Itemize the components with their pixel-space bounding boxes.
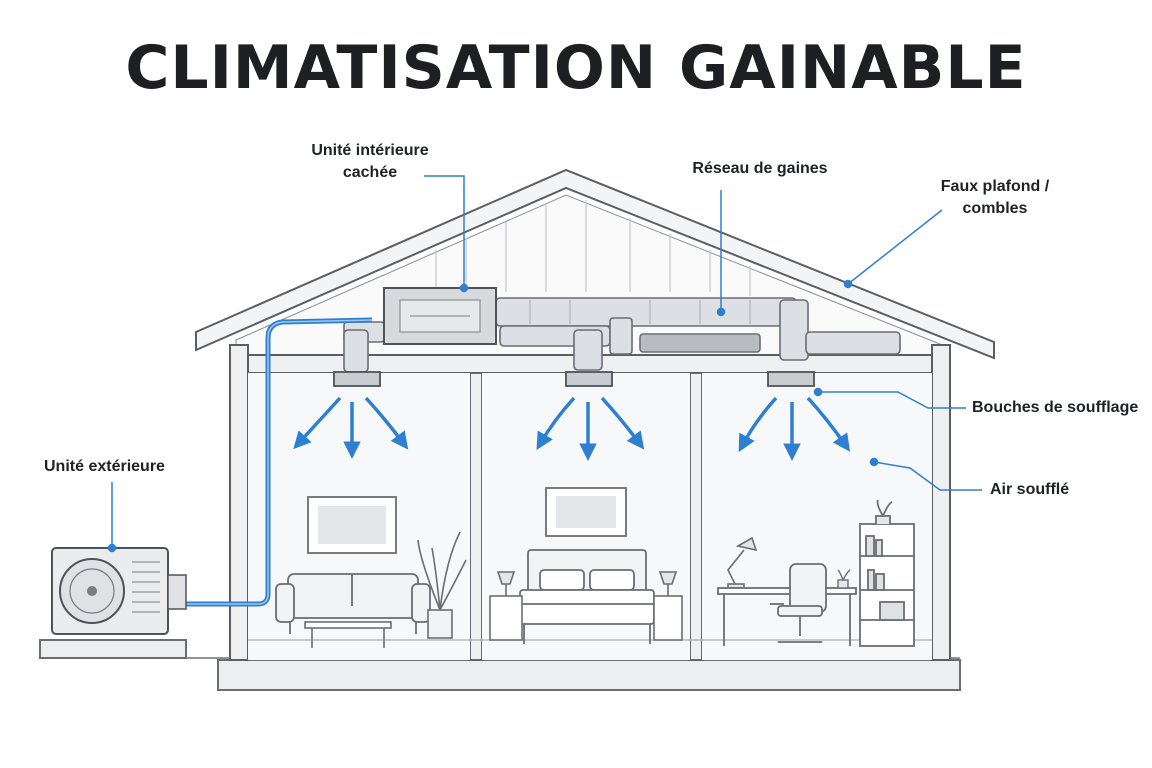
bedroom (489, 487, 683, 644)
plant-icon (417, 531, 467, 639)
label-duct-network: Réseau de gaines (692, 160, 828, 177)
label-ceiling: Faux plafond / combles (940, 178, 1050, 217)
page-title: CLIMATISATION GAINABLE (125, 33, 1027, 103)
living-room (275, 496, 467, 648)
bookshelf-icon (859, 499, 915, 647)
bed-icon (519, 549, 655, 644)
indoor-unit (383, 287, 497, 345)
label-indoor-unit: Unité intérieure cachée (311, 142, 429, 181)
label-outdoor-unit: Unité extérieure (44, 458, 165, 475)
label-air: Air soufflé (990, 481, 1070, 498)
desk-chair-icon (770, 563, 827, 643)
leader-lines (107, 175, 982, 553)
office (717, 499, 915, 647)
plant-icon (837, 569, 851, 589)
label-vents: Bouches de soufflage (972, 399, 1139, 416)
sofa-icon (275, 573, 431, 634)
outdoor-unit (51, 547, 187, 635)
fan-grille-icon (333, 371, 815, 387)
refrigerant-line (186, 317, 373, 607)
air-flow-arrow-icon (293, 396, 850, 461)
lamp-icon (727, 536, 758, 589)
